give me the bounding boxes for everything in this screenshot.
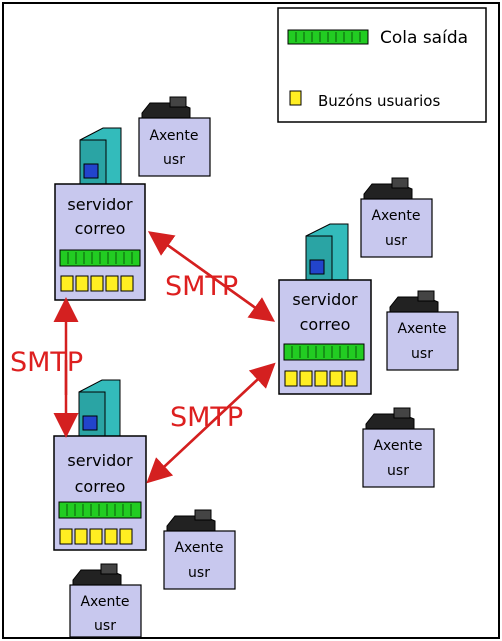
arrow-top-left-to-right <box>151 232 276 322</box>
server-tower-icon <box>305 223 349 281</box>
agent-box <box>138 117 211 177</box>
mailbox-icon <box>105 275 119 292</box>
server-label-line2: correo <box>75 219 126 238</box>
arrow-bottom-left-to-right <box>149 362 276 481</box>
queue-icon <box>59 249 141 267</box>
smtp-connections <box>53 231 276 484</box>
mailbox-icon <box>90 275 104 292</box>
mail-server-bottom-left: servidor correo <box>53 379 147 551</box>
agent-label-line1: Axente <box>397 321 446 337</box>
user-agent-1: Axente usr <box>138 96 211 177</box>
agent-box <box>69 584 142 638</box>
mail-server-top-left: servidor correo <box>54 127 146 301</box>
legend-mailboxes-label: Buzóns usuarios <box>318 92 440 110</box>
server-label-line1: servidor <box>67 195 133 214</box>
smtp-label: SMTP <box>165 271 238 302</box>
agent-label-line2: usr <box>163 152 185 168</box>
server-tower-icon <box>78 379 121 437</box>
agent-label-line2: usr <box>387 463 409 479</box>
queue-icon <box>58 501 142 519</box>
user-agent-3: Axente usr <box>386 290 459 371</box>
mailbox-icon <box>344 370 358 387</box>
queue-icon <box>287 29 369 45</box>
agent-box <box>386 311 459 371</box>
user-agent-5: Axente usr <box>163 509 236 590</box>
agent-label-line2: usr <box>385 233 407 249</box>
agent-label-line2: usr <box>188 565 210 581</box>
agent-box <box>360 198 433 258</box>
mailbox-icon <box>104 528 118 545</box>
server-label-line1: servidor <box>67 451 133 470</box>
agent-label-line1: Axente <box>80 594 129 610</box>
agent-label-line1: Axente <box>373 438 422 454</box>
server-label-line2: correo <box>75 477 126 496</box>
legend-outgoing-queue-label: Cola saída <box>380 28 468 48</box>
mailbox-row <box>59 528 133 545</box>
mail-server-right: servidor correo <box>278 223 372 395</box>
smtp-label: SMTP <box>10 347 83 378</box>
agent-label-line1: Axente <box>149 128 198 144</box>
mailbox-row <box>284 370 358 387</box>
user-agent-6: Axente usr <box>69 563 142 638</box>
mailbox-icon <box>299 370 313 387</box>
mailbox-icon <box>89 528 103 545</box>
agent-label-line1: Axente <box>371 208 420 224</box>
server-tower-icon <box>79 127 122 185</box>
mailbox-icon <box>120 275 134 292</box>
server-label-line2: correo <box>300 315 351 334</box>
mailbox-icon <box>74 528 88 545</box>
legend: Cola saída Buzóns usuarios <box>277 7 487 123</box>
agent-label-line1: Axente <box>174 540 223 556</box>
mailbox-row <box>60 275 134 292</box>
agent-label-line2: usr <box>94 618 116 634</box>
agent-label-line2: usr <box>411 346 433 362</box>
user-agent-4: Axente usr <box>362 407 435 488</box>
smtp-label: SMTP <box>170 402 243 433</box>
mailbox-icon <box>329 370 343 387</box>
mailbox-icon <box>284 370 298 387</box>
queue-icon <box>283 343 365 361</box>
agent-box <box>362 428 435 488</box>
mailbox-icon <box>59 528 73 545</box>
mailbox-icon <box>75 275 89 292</box>
user-agent-2: Axente usr <box>360 177 433 258</box>
server-label-line1: servidor <box>292 290 358 309</box>
mailbox-icon <box>60 275 74 292</box>
mailbox-icon <box>314 370 328 387</box>
mailbox-icon <box>119 528 133 545</box>
agent-box <box>163 530 236 590</box>
mailbox-icon <box>289 90 302 106</box>
legend-box <box>277 7 487 123</box>
